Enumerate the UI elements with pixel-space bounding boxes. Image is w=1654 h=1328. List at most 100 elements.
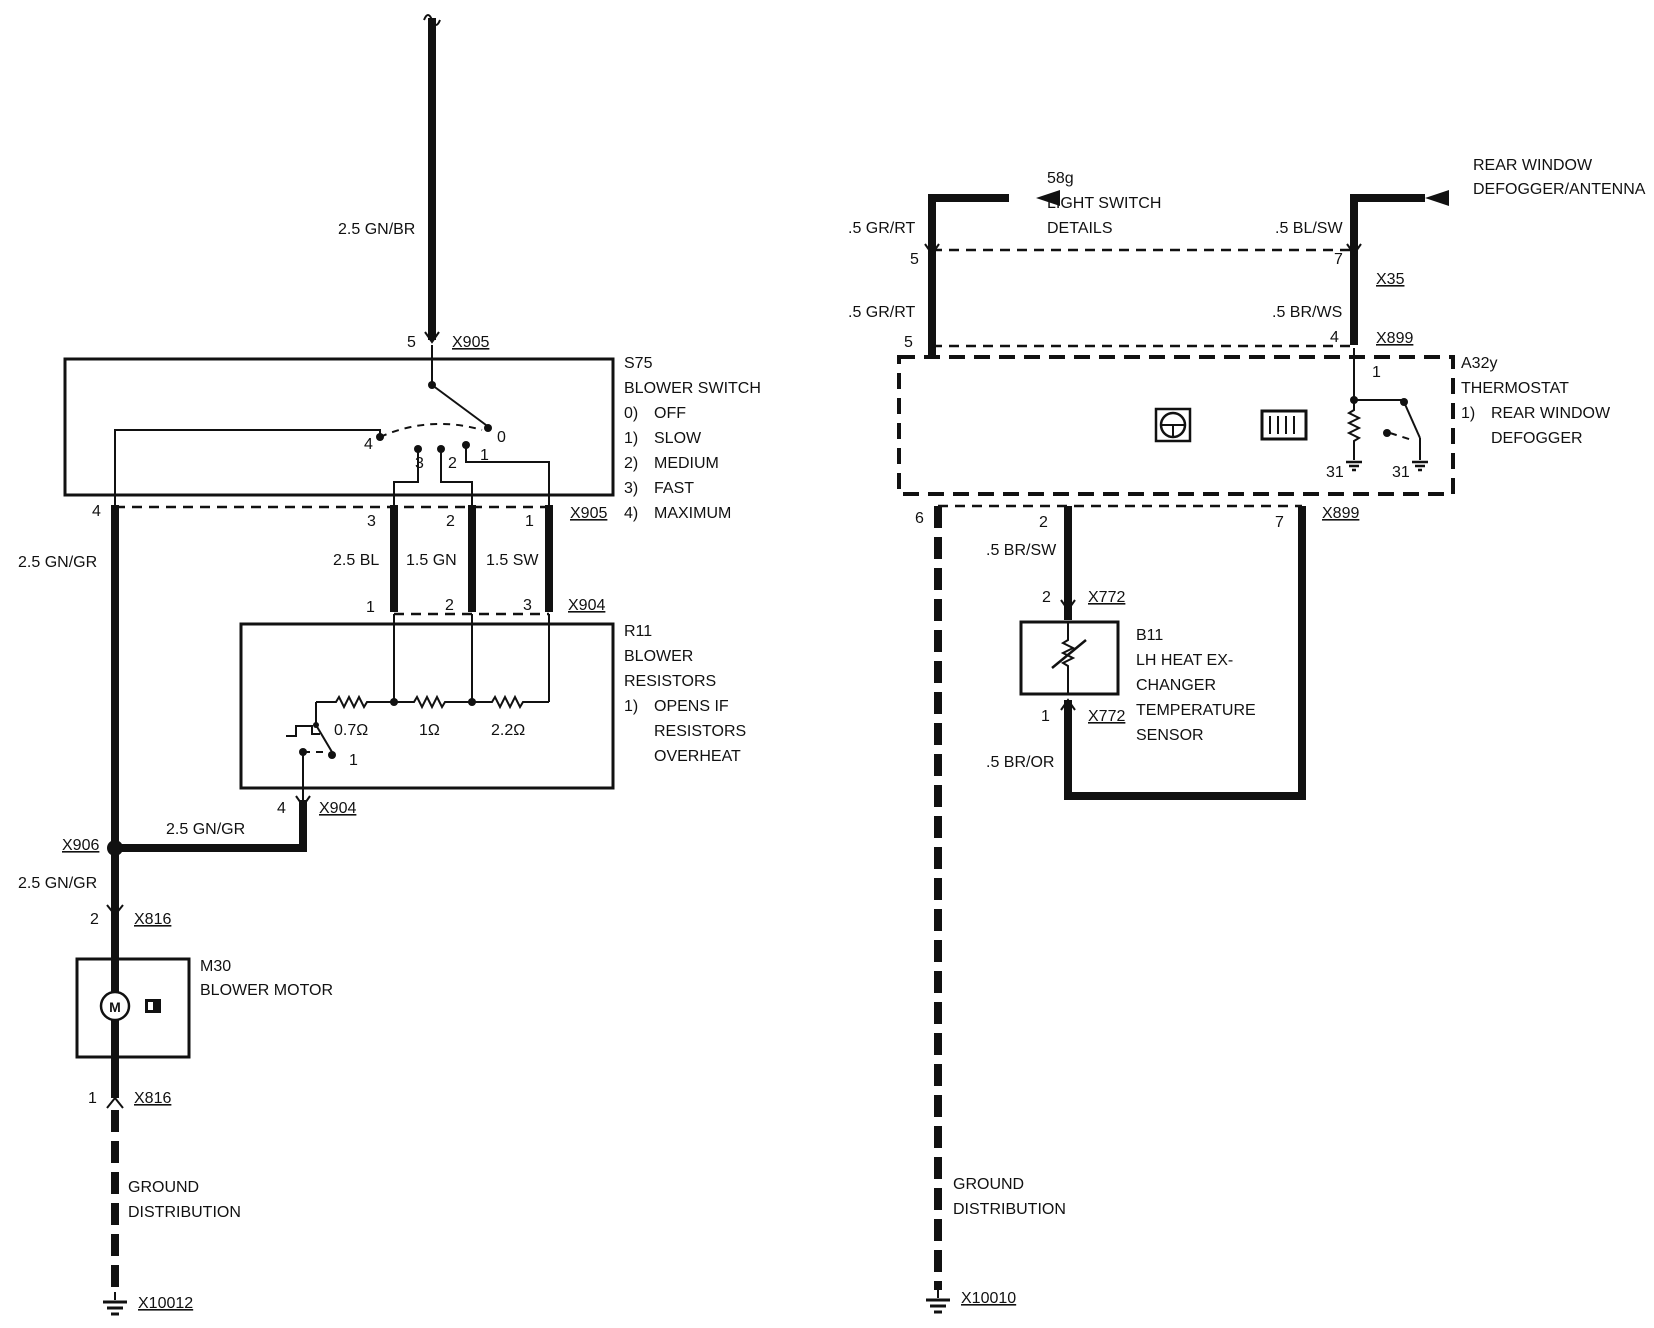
thermostat-name: THERMOSTAT xyxy=(1461,380,1569,397)
pin-1-x772: 1 xyxy=(1041,708,1050,725)
resistor-network: 0.7Ω 1Ω 2.2Ω 1 xyxy=(286,614,550,800)
ground-left-line2: DISTRIBUTION xyxy=(128,1204,241,1221)
thermistor-icon xyxy=(1051,622,1087,694)
arrow-left-icon xyxy=(1425,190,1449,206)
ground-left-line1: GROUND xyxy=(128,1179,199,1196)
thermostat-marker: 1 xyxy=(1372,364,1381,381)
connector-x899-top: X899 xyxy=(1376,330,1413,347)
position-num-1: 1) xyxy=(624,430,638,447)
blower-resistors-box xyxy=(239,622,615,790)
pin-6-x899: 6 xyxy=(915,510,924,527)
wire-bl-sw xyxy=(1350,194,1425,345)
motor-ref: M30 xyxy=(200,958,231,975)
pin-4-x904: 4 xyxy=(277,800,286,817)
splice-x906-icon xyxy=(107,840,123,856)
connector-fork-icon xyxy=(106,1096,124,1109)
blower-motor-box xyxy=(75,957,191,1059)
thermostat-ref: A32y xyxy=(1461,355,1497,372)
pin-5-x899: 5 xyxy=(904,334,913,351)
connector-fork-icon xyxy=(924,243,940,256)
connector-fork-icon xyxy=(424,331,440,344)
motor-icon xyxy=(99,990,131,1022)
pin-1-x816: 1 xyxy=(88,1090,97,1107)
rear-window-line2: DEFOGGER/ANTENNA xyxy=(1473,181,1646,198)
contact-0: 0 xyxy=(497,429,506,446)
position-label-4: MAXIMUM xyxy=(654,505,731,522)
resistor-r2-label: 1Ω xyxy=(419,722,440,739)
wire-label-bl: 2.5 BL xyxy=(333,552,379,569)
sensor-line2: CHANGER xyxy=(1136,677,1216,694)
thermostat-internals: 1 31 31 xyxy=(1326,348,1428,481)
light-switch-line1: 58g xyxy=(1047,170,1074,187)
position-label-2: MEDIUM xyxy=(654,455,719,472)
resistors-note-line2: RESISTORS xyxy=(654,723,746,740)
arrow-left-icon xyxy=(1036,190,1060,206)
light-switch-line2: LIGHT SWITCH xyxy=(1047,195,1161,212)
resistors-name-line2: RESISTORS xyxy=(624,673,716,690)
wire-label-gn: 1.5 GN xyxy=(406,552,457,569)
light-switch-line3: DETAILS xyxy=(1047,220,1113,237)
resistor-0.7-icon xyxy=(316,694,394,710)
pin-2-x905: 2 xyxy=(446,513,455,530)
resistor-icon xyxy=(1346,400,1362,460)
position-label-3: FAST xyxy=(654,480,694,497)
resistors-name-line1: BLOWER xyxy=(624,648,693,665)
ground-icon xyxy=(103,1292,127,1316)
wire-label-gr-rt-upper: .5 GR/RT xyxy=(848,220,916,237)
resistors-ref: R11 xyxy=(624,623,652,640)
resistor-2.2-icon xyxy=(472,694,549,710)
wire-label-gr-rt-lower: .5 GR/RT xyxy=(848,304,916,321)
connector-x816-top: X816 xyxy=(134,911,171,928)
heat-sensor-box xyxy=(1019,620,1120,696)
blower-switch-ref: S75 xyxy=(624,355,653,372)
sensor-line1: LH HEAT EX- xyxy=(1136,652,1233,669)
connector-x35: X35 xyxy=(1376,271,1405,288)
thermostat-note-line2: DEFOGGER xyxy=(1491,430,1583,447)
connector-x906: X906 xyxy=(62,837,99,854)
thermostat-note-line1: REAR WINDOW xyxy=(1491,405,1611,422)
wire-label-br-or: .5 BR/OR xyxy=(986,754,1054,771)
wire-label-top-feed: 2.5 GN/BR xyxy=(338,221,415,238)
pin-3-x904: 3 xyxy=(523,597,532,614)
wire-label-br-sw: .5 BR/SW xyxy=(986,542,1057,559)
fuse-marker: 1 xyxy=(349,752,358,769)
wire-return xyxy=(1064,506,1306,800)
position-num-2: 2) xyxy=(624,455,638,472)
motor-symbol: M xyxy=(109,999,121,1015)
wire-label-gn-gr-mid: 2.5 GN/GR xyxy=(166,821,245,838)
contact-4: 4 xyxy=(364,436,373,453)
ground-right-line2: DISTRIBUTION xyxy=(953,1201,1066,1218)
pin-4-x899: 4 xyxy=(1330,329,1339,346)
resistor-r3-label: 2.2Ω xyxy=(491,722,525,739)
pin-1-x905: 1 xyxy=(525,513,534,530)
position-num-0: 0) xyxy=(624,405,638,422)
thermostat-circuit: 58g LIGHT SWITCH DETAILS .5 GR/RT REAR W… xyxy=(848,157,1646,1314)
ground-right-line1: GROUND xyxy=(953,1176,1024,1193)
pin-2-x816: 2 xyxy=(90,911,99,928)
contact-2: 2 xyxy=(448,455,457,472)
resistors-note-line1: OPENS IF xyxy=(654,698,729,715)
position-num-4: 4) xyxy=(624,505,638,522)
pin-2-x904: 2 xyxy=(445,597,454,614)
wire-gn-gr-mid xyxy=(115,800,307,852)
connector-fork-icon xyxy=(295,795,311,808)
connector-fork-icon xyxy=(106,904,124,917)
connector-x904-bottom: X904 xyxy=(319,800,356,817)
connector-fork-icon xyxy=(1346,243,1362,256)
blower-circuit: 2.5 GN/BR 5 X905 S75 BLOWER SWITCH 0) OF… xyxy=(18,14,761,1316)
connector-x816-bottom: X816 xyxy=(134,1090,171,1107)
connector-fork-icon xyxy=(1060,599,1076,612)
position-label-1: SLOW xyxy=(654,430,702,447)
connector-x10010: X10010 xyxy=(961,1290,1016,1307)
blower-switch-box xyxy=(63,357,615,497)
resistor-1-icon xyxy=(394,694,472,710)
wire-break-icon xyxy=(423,14,441,26)
connector-x10012: X10012 xyxy=(138,1295,193,1312)
ground-31-b: 31 xyxy=(1392,464,1410,481)
blower-switch-positions: 0) OFF 1) SLOW 2) MEDIUM 3) FAST 4) MAXI… xyxy=(624,405,731,522)
contact-1: 1 xyxy=(480,447,489,464)
connector-fork-icon xyxy=(1060,698,1076,711)
thermal-fuse-icon xyxy=(286,725,320,737)
resistor-r1-label: 0.7Ω xyxy=(334,722,368,739)
